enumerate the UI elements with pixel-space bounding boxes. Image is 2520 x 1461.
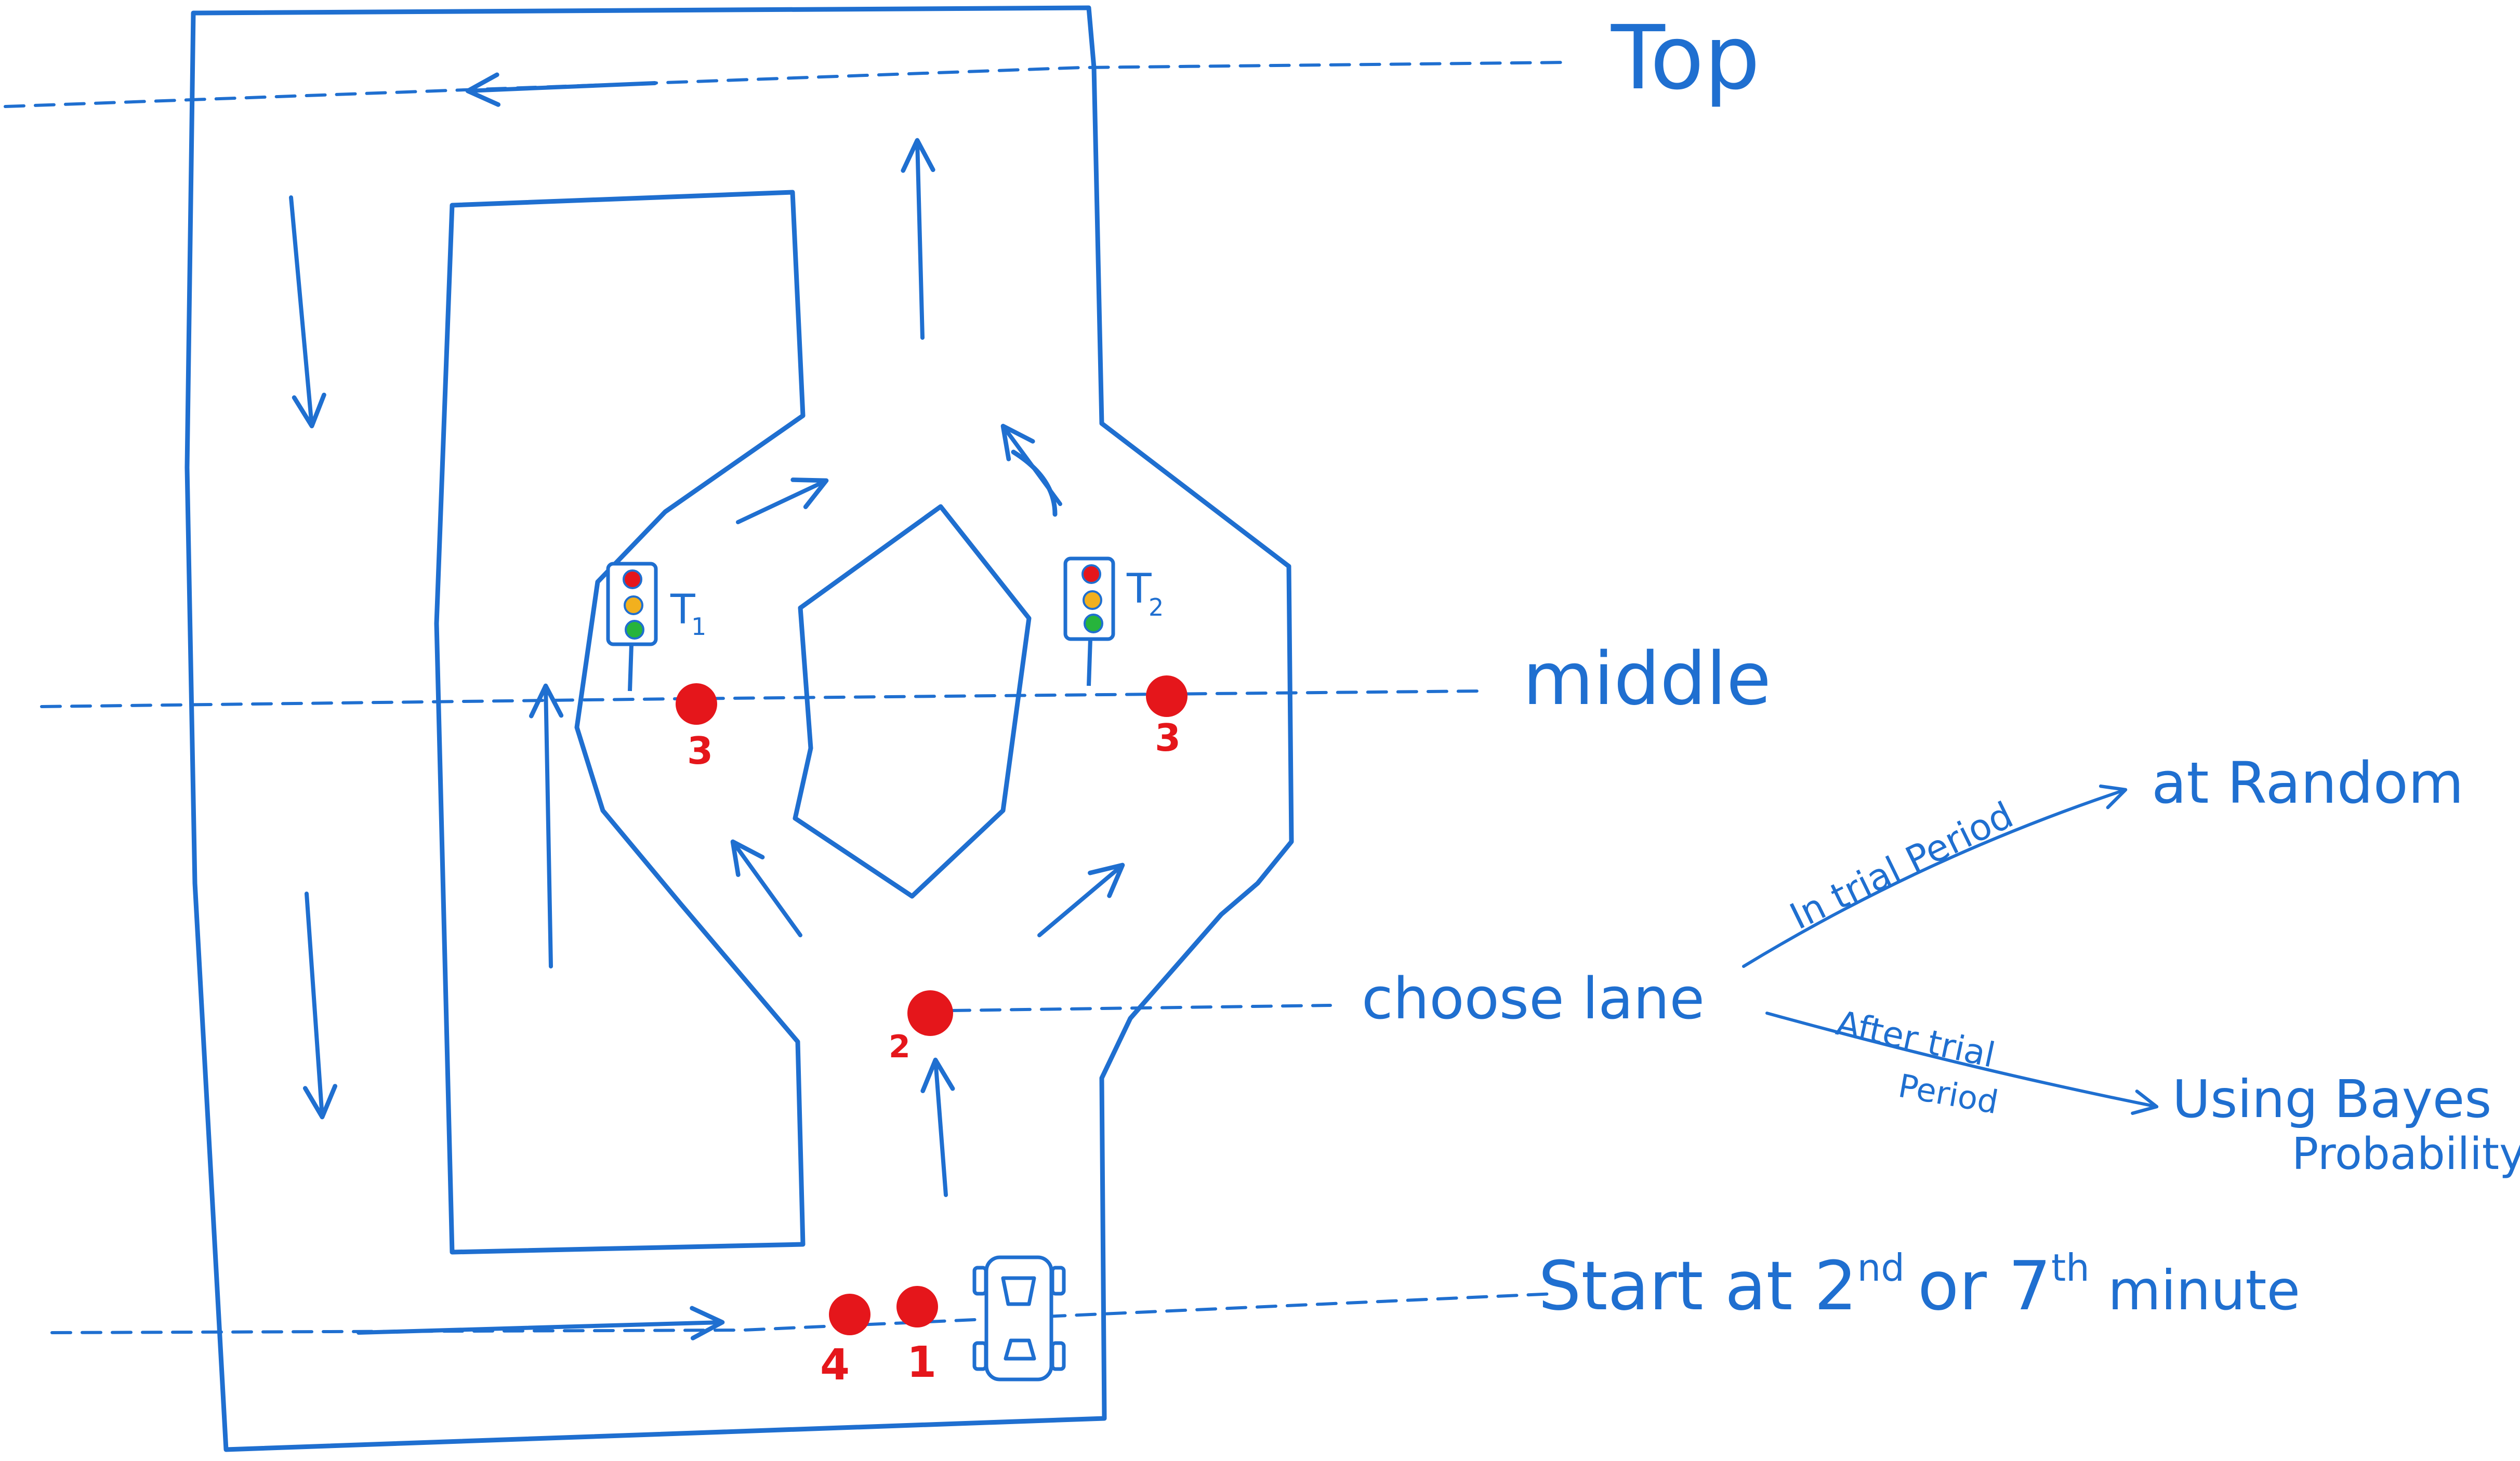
bottom-right-arrow-icon — [357, 1306, 725, 1340]
left-lane-diag-arrow-icon — [736, 477, 829, 524]
at-random-label: at Random — [2152, 750, 2464, 816]
top-guide-line — [4, 61, 1571, 108]
right-lane-up-arrow-icon — [529, 683, 564, 968]
marker-2-label: 2 — [889, 1029, 911, 1065]
in-trial-period-label: In trial Period — [1784, 793, 2020, 938]
outer-track-boundary — [184, 5, 1294, 1452]
marker-3-left-label: 3 — [687, 729, 713, 773]
center-up-arrow-1-icon — [920, 1057, 955, 1197]
markers — [676, 675, 1188, 1335]
traffic-light-t1-subscript: 1 — [691, 613, 706, 641]
top-left-arrow-icon — [465, 72, 657, 107]
after-trial-period-label: Period — [1895, 1067, 2001, 1121]
car-icon — [972, 1255, 1066, 1382]
traffic-light-t2-label: T — [1126, 566, 1152, 613]
marker-3-right — [1146, 675, 1188, 717]
start-guide-line — [50, 1292, 1555, 1334]
left-bottom-diag-arrow-icon — [730, 839, 802, 937]
left-down-arrow-2-icon — [302, 892, 338, 1120]
inner-left-island — [434, 190, 806, 1255]
marker-1 — [896, 1286, 938, 1327]
marker-4 — [829, 1294, 870, 1335]
center-up-arrow-2-icon — [901, 138, 935, 340]
traffic-light-t1-label: T — [670, 587, 695, 633]
top-label: Top — [1611, 7, 1760, 110]
center-island — [793, 504, 1032, 899]
traffic-light-t2-subscript: 2 — [1149, 593, 1164, 621]
using-bayes-label: Using Bayes — [2172, 1069, 2491, 1130]
middle-guide-line — [40, 689, 1483, 708]
right-bottom-diag-arrow-icon — [1037, 862, 1125, 937]
choose-lane-guide-line — [949, 1004, 1332, 1012]
marker-1-label: 1 — [907, 1338, 936, 1387]
right-top-up-arrow-icon — [1000, 423, 1062, 506]
marker-2 — [907, 990, 953, 1036]
random-branch-arrow-icon — [1742, 784, 2128, 968]
marker-4-label: 4 — [820, 1340, 850, 1390]
bayes-branch-arrow-icon — [1765, 1012, 2159, 1115]
middle-label: middle — [1523, 637, 1771, 722]
left-down-arrow-1-icon — [289, 195, 326, 429]
after-trial-label: After trial — [1833, 1003, 1999, 1075]
choose-lane-label: choose lane — [1362, 965, 1705, 1032]
marker-3-right-label: 3 — [1155, 716, 1181, 760]
right-branch-curve — [1011, 449, 1058, 517]
traffic-light-t2-icon: T 2 — [1063, 556, 1164, 686]
marker-3-left — [676, 683, 717, 725]
traffic-light-t1-icon: T 1 — [606, 562, 706, 692]
probability-label: Probability — [2292, 1128, 2520, 1180]
